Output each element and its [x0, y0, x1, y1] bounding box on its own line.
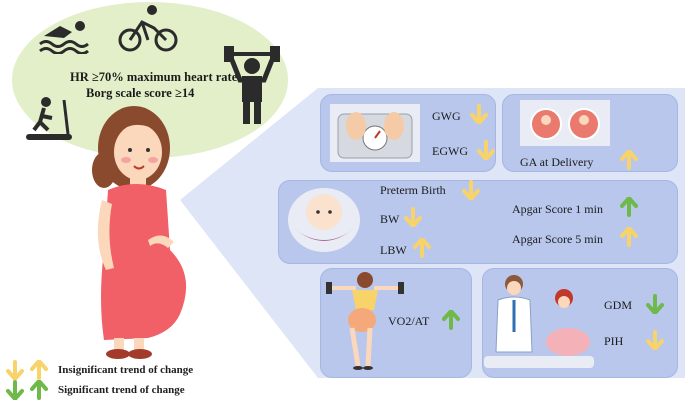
legend-significant: Significant trend of change	[58, 384, 185, 396]
label-pih: PIH	[604, 334, 624, 348]
arrow-down-icon	[477, 140, 495, 160]
label-preterm-birth: Preterm Birth	[380, 183, 446, 197]
arrow-down-icon	[462, 180, 480, 200]
label-apgar-5: Apgar Score 5 min	[512, 232, 603, 246]
label-apgar-1: Apgar Score 1 min	[512, 202, 603, 216]
arrow-down-icon	[470, 104, 488, 124]
legend-insignificant: Insignificant trend of change	[58, 364, 194, 376]
label-gdm: GDM	[604, 298, 633, 312]
label-bw: BW	[380, 212, 400, 226]
scale-illustration	[330, 104, 420, 162]
criteria-line-1: HR ≥70% maximum heart rate	[70, 70, 238, 84]
doctor-patient-illustration	[484, 275, 594, 368]
label-egwg: EGWG	[432, 144, 468, 158]
legend-arrow-up-icon	[30, 360, 48, 380]
arrow-up-icon	[413, 238, 431, 258]
treadmill-icon	[26, 97, 72, 140]
arrow-up-icon	[620, 197, 638, 217]
newborn-illustration	[288, 188, 360, 252]
criteria-line-2: Borg scale score ≥14	[86, 86, 195, 100]
legend-arrow-up-icon	[30, 380, 48, 400]
label-ga-delivery: GA at Delivery	[520, 155, 594, 169]
label-gwg: GWG	[432, 109, 461, 123]
arrow-up-icon	[620, 150, 638, 170]
pregnant-woman-illustration	[92, 106, 187, 359]
arrow-down-icon	[646, 294, 664, 314]
arrow-up-icon	[620, 227, 638, 247]
label-vo2-at: VO2/AT	[388, 314, 430, 328]
weightlifting-icon	[224, 46, 280, 124]
arrow-down-icon	[646, 330, 664, 350]
arrow-down-icon	[404, 207, 422, 227]
label-lbw: LBW	[380, 243, 407, 257]
exercise-ellipse	[12, 2, 288, 158]
legend-arrow-down-icon	[6, 360, 24, 380]
cycling-icon	[118, 5, 178, 52]
swimming-icon	[39, 21, 89, 54]
fetus-ultrasound-illustration	[520, 100, 610, 146]
legend-arrow-down-icon	[6, 380, 24, 400]
arrow-up-icon	[442, 310, 460, 330]
dumbbell-woman-illustration	[326, 272, 404, 370]
